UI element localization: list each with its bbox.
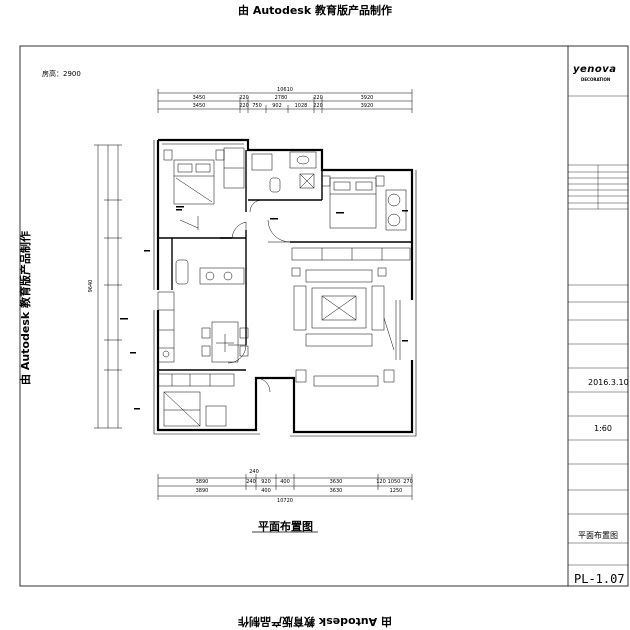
dim-bottom-r2-d: 1250 — [390, 488, 403, 494]
top-dimensions — [157, 89, 413, 113]
company-logo: yenova — [573, 64, 617, 75]
dim-top-r1-e: 3920 — [361, 95, 374, 101]
dim-bottom-r2-c: 3630 — [330, 488, 343, 494]
dim-top-r1-c: 2780 — [275, 95, 288, 101]
living-sideboard — [295, 369, 395, 387]
dim-bottom-total: 10720 — [277, 498, 293, 504]
bottom-dimensions — [157, 474, 413, 500]
bedroom-2-furniture — [321, 175, 407, 231]
sheet-number: PL-1.07 — [574, 572, 625, 586]
dim-bottom-r1-h: 270 — [403, 479, 413, 485]
dim-top-r2-c: 750 — [252, 103, 262, 109]
balcony-fixtures — [383, 300, 401, 360]
dim-top-r1-a: 3450 — [193, 95, 206, 101]
dim-bottom-r1-d: 400 — [280, 479, 290, 485]
room-label-marks — [120, 206, 408, 410]
doors — [227, 199, 291, 393]
dining-table — [201, 321, 249, 363]
dim-bottom-note: 240 — [249, 469, 259, 475]
ceiling-height-label: 房高：2900 — [42, 70, 81, 78]
dim-top-total: 10610 — [277, 87, 293, 93]
dim-bottom-r2-b: 400 — [261, 488, 271, 494]
sheet-frame — [19, 45, 629, 587]
dim-top-r1-d: 220 — [313, 95, 323, 101]
dim-top-r2-g: 3920 — [361, 103, 374, 109]
bedroom-1-furniture — [163, 147, 245, 230]
dim-bottom-r1-e: 3630 — [330, 479, 343, 485]
company-logo-sub: DECORATION — [581, 77, 611, 82]
dim-bottom-r1-g: 1050 — [388, 479, 401, 485]
dim-bottom-r1-b: 240 — [246, 479, 256, 485]
title-block-drawing-name: 平面布置图 — [578, 531, 618, 540]
living-sofa-set — [291, 267, 387, 347]
kitchen-fixtures — [157, 259, 245, 363]
tv-cabinet — [291, 247, 411, 261]
drawing-title: 平面布置图 — [258, 520, 313, 533]
dim-top-r1-b: 220 — [239, 95, 249, 101]
dim-bottom-r1-a: 3890 — [196, 479, 209, 485]
dim-bottom-r1-f: 120 — [376, 479, 386, 485]
bedroom-3-furniture — [157, 373, 235, 427]
dim-left-total: 9640 — [88, 280, 94, 293]
dim-top-r2-f: 220 — [313, 103, 323, 109]
watermark-top: 由 Autodesk 教育版产品制作 — [237, 4, 392, 17]
dim-bottom-r2-a: 3890 — [196, 488, 209, 494]
title-block-scale: 1:60 — [594, 424, 612, 433]
dim-top-r2-a: 3450 — [193, 103, 206, 109]
title-block-date: 2016.3.10 — [588, 378, 629, 387]
dim-top-r2-e: 1028 — [295, 103, 308, 109]
dim-top-r2-d: 902 — [272, 103, 282, 109]
dim-bottom-r1-c: 920 — [261, 479, 271, 485]
bathroom-fixtures — [251, 151, 317, 193]
left-dimensions — [94, 144, 122, 429]
dim-top-r2-b: 220 — [239, 103, 249, 109]
title-block-grid — [568, 95, 628, 566]
exterior-walls — [156, 138, 414, 434]
exterior-walls-thin — [153, 140, 417, 437]
